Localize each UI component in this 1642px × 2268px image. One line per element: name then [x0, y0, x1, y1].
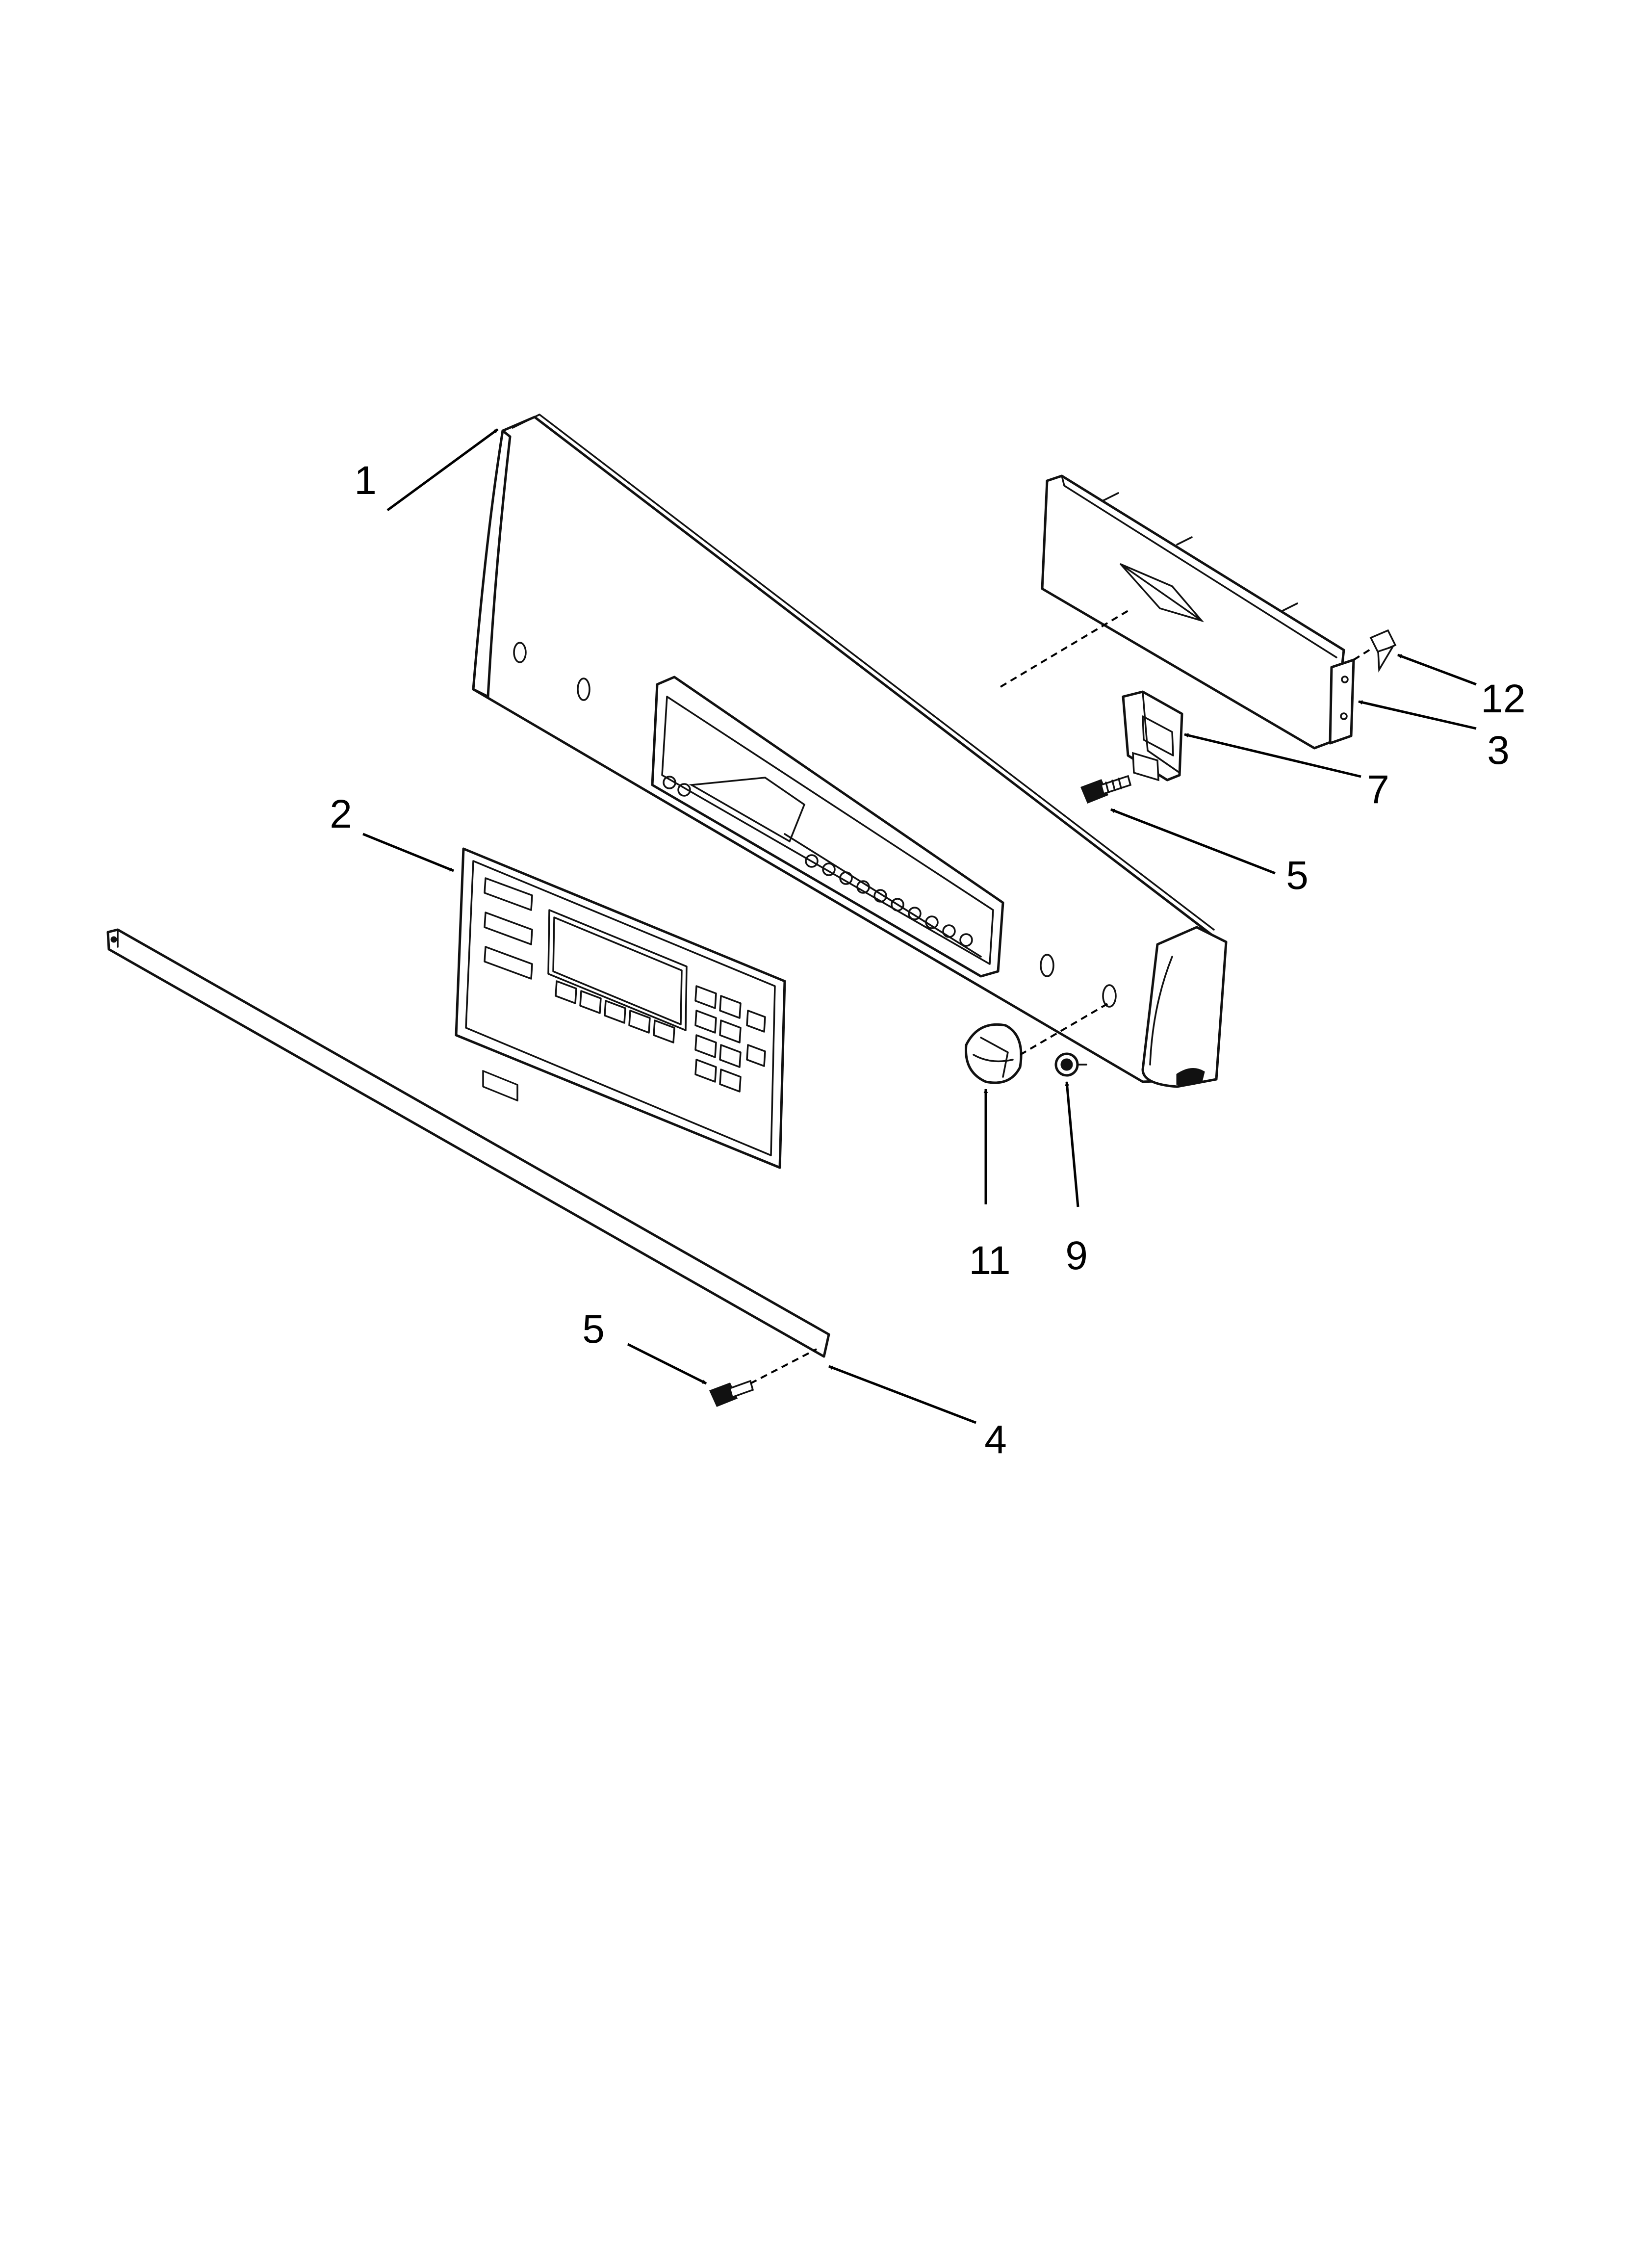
leader-4 [828, 1365, 976, 1424]
leader-9 [1065, 1081, 1079, 1207]
leader-3 [1358, 700, 1477, 730]
leader-2 [362, 833, 454, 872]
part-1-control-panel [472, 414, 1228, 1088]
callout-1: 1 [354, 458, 377, 503]
callout-4: 4 [984, 1417, 1007, 1462]
callout-5-lower: 5 [582, 1307, 605, 1352]
part-4-trim-strip [106, 928, 830, 1358]
leader-12 [1397, 653, 1477, 686]
part-9-knob-small [1054, 1052, 1087, 1077]
leader-5-upper [1110, 808, 1276, 875]
callout-2: 2 [330, 792, 352, 836]
callout-9: 9 [1065, 1233, 1088, 1278]
callout-11: 11 [969, 1238, 1011, 1283]
alignment-line-knob [1019, 1002, 1109, 1056]
part-12-screw [1369, 629, 1397, 673]
callout-12: 12 [1481, 677, 1526, 721]
leader-1 [386, 428, 499, 512]
part-11-knob [965, 1023, 1023, 1084]
part-5-screw-lower [709, 1380, 754, 1407]
part-2-overlay-panel [455, 847, 786, 1169]
leader-7 [1184, 733, 1361, 778]
leader-5-lower [627, 1343, 707, 1385]
part-3-display-housing [1041, 474, 1355, 750]
part-7-bracket [1122, 690, 1183, 782]
alignment-line-screw-12 [1353, 647, 1374, 661]
part-5-screw-upper [1080, 775, 1132, 804]
callout-3: 3 [1487, 728, 1510, 773]
alignment-line-trim-screw [750, 1348, 817, 1384]
callout-7: 7 [1367, 767, 1389, 812]
alignment-line-housing [1000, 610, 1129, 688]
callout-5-upper: 5 [1286, 853, 1308, 898]
